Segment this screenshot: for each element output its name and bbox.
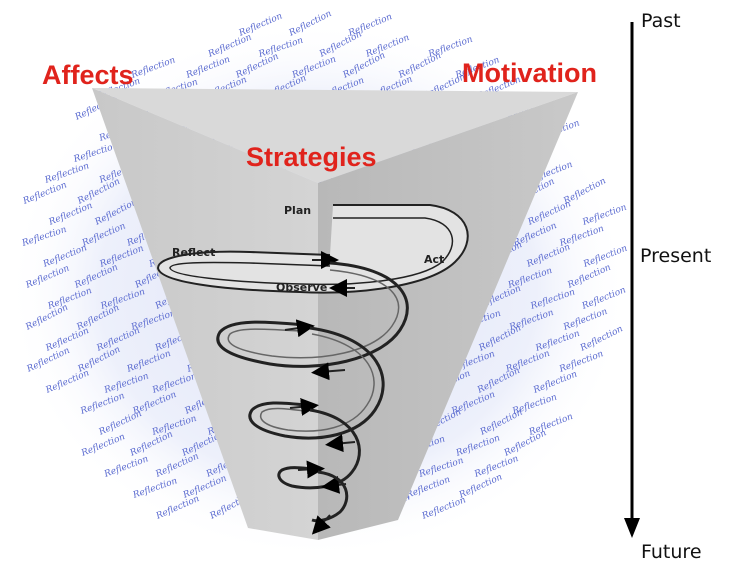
- motivation-label: Motivation: [462, 58, 597, 88]
- spiral-loop-1: [156, 204, 469, 294]
- observe-label: Observe: [276, 281, 327, 294]
- act-label: Act: [424, 253, 444, 266]
- spiral-arrow-5: [289, 397, 319, 416]
- spiral-arrow-2: [311, 362, 346, 381]
- action-research-spiral: [156, 204, 469, 535]
- past-label: Past: [641, 10, 681, 32]
- future-label: Future: [641, 541, 702, 563]
- time-arrowhead: [624, 518, 640, 538]
- reflect-label: Reflect: [172, 246, 215, 259]
- strategies-label: Strategies: [246, 142, 377, 172]
- present-label: Present: [640, 245, 711, 267]
- time-axis: Past Present Future: [624, 10, 711, 563]
- spiral-arrow-4: [325, 434, 356, 453]
- spiral-loop-4: [277, 408, 361, 490]
- funnel-top-face: [92, 88, 578, 183]
- spiral-arrow-8: [311, 514, 331, 535]
- spiral-arrow-7: [297, 460, 325, 479]
- funnel-left-face: [92, 88, 318, 540]
- spiral-loop-2: [216, 261, 409, 368]
- spiral-arrow-3: [284, 319, 315, 338]
- plan-label: Plan: [284, 204, 311, 217]
- spiral-loop-3: [248, 326, 385, 440]
- affects-label: Affects: [42, 60, 134, 90]
